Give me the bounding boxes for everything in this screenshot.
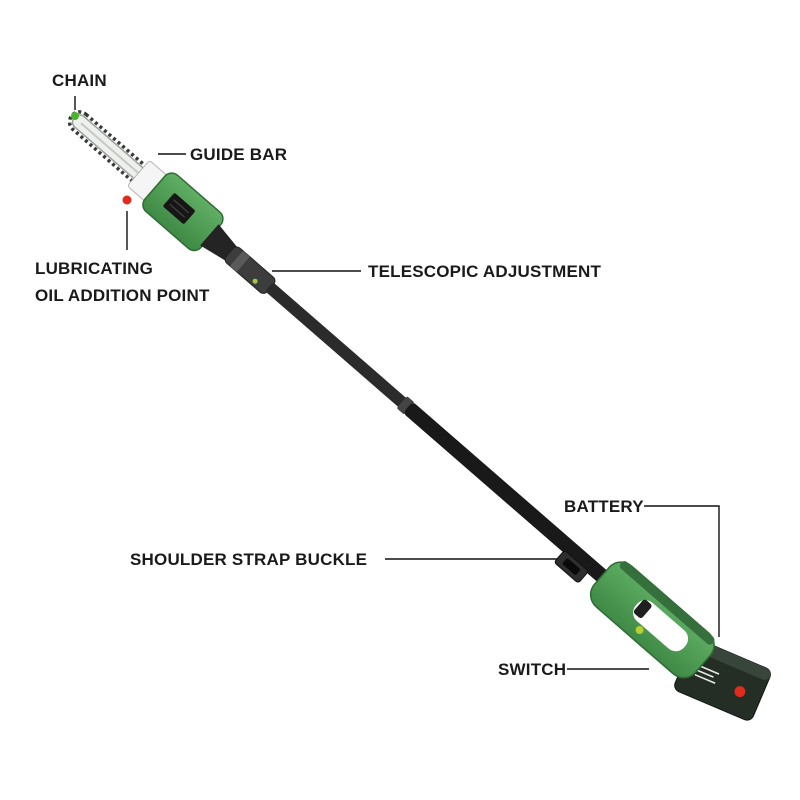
battery-label-text: [694, 664, 720, 685]
upper-pole: [266, 283, 408, 408]
handle-hole: [633, 600, 689, 652]
shoulder-strap-buckle-part: [554, 550, 588, 583]
power-indicator: [635, 625, 644, 634]
vent-slit: [173, 199, 190, 214]
lower-pole: [404, 403, 611, 585]
trigger-switch: [633, 599, 652, 619]
label-shoulder-strap-buckle: SHOULDER STRAP BUCKLE: [130, 550, 368, 569]
pole-joint: [397, 396, 414, 414]
label-chain: CHAIN: [52, 71, 107, 90]
pole-neck: [200, 224, 238, 261]
chain-tip-marker: [71, 112, 79, 120]
housing-ridge: [619, 561, 715, 645]
pole-saw-body: [67, 110, 771, 721]
label-battery: BATTERY: [564, 497, 644, 516]
label-guide-bar: GUIDE BAR: [190, 145, 288, 164]
label-switch: SWITCH: [498, 660, 567, 679]
label-lubricating-line1: LUBRICATING: [35, 259, 154, 278]
label-telescopic-adjustment: TELESCOPIC ADJUSTMENT: [368, 262, 602, 281]
motor-vent: [163, 193, 195, 224]
oil-point-marker: [122, 195, 132, 205]
collar-grip-band: [229, 250, 250, 272]
label-lubricating-line2: OIL ADDITION POINT: [35, 286, 210, 305]
battery-leader-line: [644, 505, 720, 637]
collar-mark: [252, 278, 258, 284]
battery-indicator: [734, 686, 746, 698]
saw-chain: [67, 110, 164, 197]
vent-slit: [169, 203, 186, 218]
rear-housing: [589, 561, 715, 679]
